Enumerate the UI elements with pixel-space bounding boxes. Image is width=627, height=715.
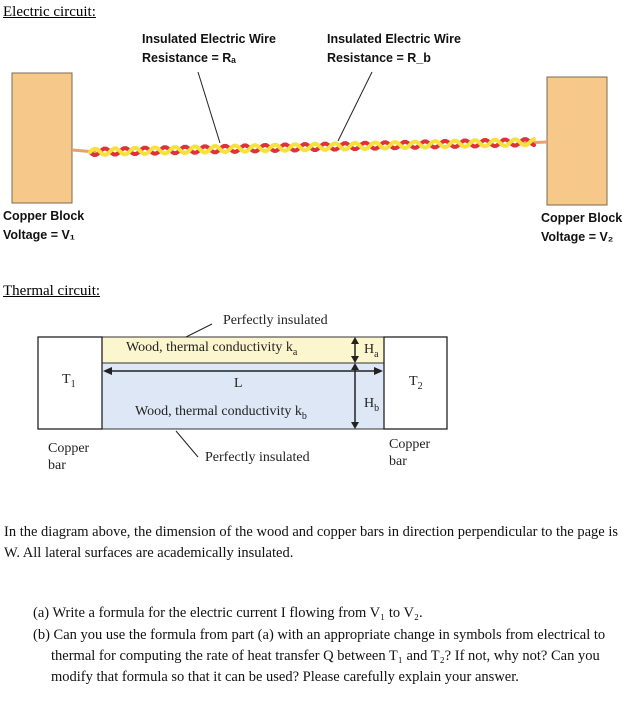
copper-bar-left-line1: Copper xyxy=(48,441,90,456)
copper-bar-right-line2: bar xyxy=(389,454,407,469)
part-a-question: (a) Write a formula for the electric cur… xyxy=(33,605,423,621)
insulated-top-pointer xyxy=(185,323,213,338)
copper-block-left-line1: Copper Block xyxy=(3,209,85,223)
copper-bar-right xyxy=(383,336,448,430)
copper-block-right-line1: Copper Block xyxy=(541,211,623,225)
electric-circuit-heading: Electric circuit: xyxy=(3,4,96,20)
wire-b-label-line1: Insulated Electric Wire xyxy=(327,32,461,46)
ha-label: Ha xyxy=(364,342,379,360)
hb-sub: b xyxy=(374,402,380,414)
wood-a-text: Wood, thermal conductivity k xyxy=(126,340,293,355)
thermal-circuit-heading: Thermal circuit: xyxy=(3,283,101,299)
wood-b-sub: b xyxy=(301,410,307,422)
hb-text: H xyxy=(364,396,375,411)
insulated-top-label: Perfectly insulated xyxy=(223,313,328,328)
copper-bar-right-line1: Copper xyxy=(389,437,431,452)
hb-arrowhead-top xyxy=(351,363,359,370)
wood-a-sub: a xyxy=(292,346,298,358)
t2-label: T2 xyxy=(409,374,423,392)
copper-block-left xyxy=(11,72,73,204)
t1-text: T xyxy=(62,372,71,387)
ha-text: H xyxy=(364,342,375,357)
copper-block-right-line2: Voltage = V₂ xyxy=(541,230,614,244)
insulated-bottom-label: Perfectly insulated xyxy=(205,450,310,465)
t1-sub: 1 xyxy=(70,378,76,390)
hb-label: Hb xyxy=(364,396,379,414)
wire-a-label-line2: Resistance = Rₐ xyxy=(142,51,237,65)
wire-strand-yellow xyxy=(88,136,536,157)
hb-arrowhead-bottom xyxy=(351,422,359,429)
length-arrowhead-left xyxy=(103,367,112,375)
wood-b-label: Wood, thermal conductivity kb xyxy=(135,404,307,422)
copper-block-left-label: Copper Block Voltage = V₁ xyxy=(3,207,84,245)
wire-a-label: Insulated Electric Wire Resistance = Rₐ xyxy=(142,30,276,68)
t2-text: T xyxy=(409,374,418,389)
intro-paragraph: In the diagram above, the dimension of t… xyxy=(4,524,619,561)
wire-a-label-line1: Insulated Electric Wire xyxy=(142,32,276,46)
copper-bar-left xyxy=(37,336,103,430)
copper-bar-left-line2: bar xyxy=(48,458,66,473)
ha-sub: a xyxy=(374,348,379,360)
length-arrowhead-right xyxy=(374,367,383,375)
wire-a-pointer xyxy=(197,71,221,144)
wire-b-pointer xyxy=(337,71,373,142)
wire-b-label: Insulated Electric Wire Resistance = R_b xyxy=(327,30,461,68)
t1-label: T1 xyxy=(62,372,76,390)
copper-block-right xyxy=(546,76,608,206)
wood-b-text: Wood, thermal conductivity k xyxy=(135,404,302,419)
copper-block-left-line2: Voltage = V₁ xyxy=(3,228,75,242)
wire-stub-right xyxy=(521,140,548,145)
wire-b-label-line2: Resistance = R_b xyxy=(327,51,431,65)
length-label: L xyxy=(234,376,243,391)
ha-arrowhead-bottom xyxy=(351,356,359,363)
wood-a-label: Wood, thermal conductivity ka xyxy=(126,340,297,358)
insulated-bottom-pointer xyxy=(175,430,199,458)
part-b-question: (b) Can you use the formula from part (a… xyxy=(33,627,606,685)
ha-arrowhead-top xyxy=(351,337,359,344)
copper-bar-right-label: Copper bar xyxy=(389,436,430,470)
copper-block-right-label: Copper Block Voltage = V₂ xyxy=(541,209,622,247)
t2-sub: 2 xyxy=(417,380,423,392)
twisted-wire xyxy=(88,136,536,157)
copper-bar-left-label: Copper bar xyxy=(48,440,89,474)
